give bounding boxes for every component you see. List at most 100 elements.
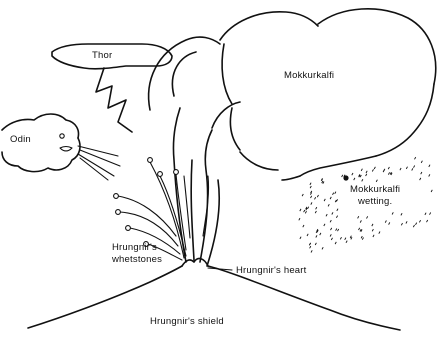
rain-mark <box>310 183 311 185</box>
rain-mark <box>372 229 373 231</box>
rain-mark <box>322 181 323 183</box>
rain-mark <box>307 234 308 236</box>
rain-mark <box>389 222 390 224</box>
rain-mark <box>336 216 337 218</box>
rain-mark <box>311 196 312 198</box>
rain-mark <box>304 210 305 212</box>
rain-mark <box>367 216 368 218</box>
rain-mark <box>299 218 300 220</box>
rain-mark <box>392 212 393 214</box>
rain-mark <box>346 241 347 243</box>
shield-label: Hrungnir's shield <box>150 316 224 327</box>
rain-mark <box>300 209 301 211</box>
rain-mark <box>415 157 416 159</box>
rain-mark <box>425 213 426 215</box>
rain-mark <box>360 220 361 222</box>
rain-mark <box>308 207 309 209</box>
rain-mark <box>416 223 417 225</box>
rain-mark <box>421 172 422 174</box>
rain-mark <box>322 247 323 249</box>
rain-mark <box>406 221 407 223</box>
rain-mark <box>320 233 321 235</box>
rain-mark <box>361 236 362 238</box>
rain-mark <box>354 178 355 180</box>
rain-mark <box>333 193 334 195</box>
rain-mark <box>342 175 343 177</box>
rain-mark <box>374 167 375 169</box>
thor-label: Thor <box>92 50 112 61</box>
rain-mark <box>388 172 389 174</box>
rain-mark <box>335 242 336 244</box>
rain-mark <box>359 228 360 230</box>
rain-mark <box>429 174 430 176</box>
rain-mark <box>372 169 373 171</box>
rain-mark <box>419 220 420 222</box>
rain-mark <box>315 243 316 245</box>
rain-mark <box>362 179 363 181</box>
rain-mark <box>400 168 401 170</box>
rain-mark <box>331 238 332 240</box>
mokkurkalfi-wetting-label-1: Mokkurkalfi <box>350 184 400 195</box>
rain-mark <box>315 197 316 199</box>
rain-mark <box>317 195 318 197</box>
rain-mark <box>366 174 367 176</box>
heart-label: Hrungnir's heart <box>236 265 307 276</box>
rain-mark <box>336 199 337 201</box>
rain-mark <box>338 229 339 231</box>
rain-mark <box>430 213 431 215</box>
rain-mark <box>427 220 428 222</box>
rain-mark <box>373 235 374 237</box>
rain-mark <box>385 221 386 223</box>
rain-mark <box>315 211 316 213</box>
rain-mark <box>340 237 341 239</box>
rain-mark <box>372 224 373 226</box>
rain-mark <box>310 186 311 188</box>
rain-mark <box>421 161 422 163</box>
rain-mark <box>332 212 333 214</box>
rain-mark <box>335 192 336 194</box>
rain-mark <box>311 250 312 252</box>
rain-mark <box>401 213 402 215</box>
rain-mark <box>414 166 415 168</box>
rain-mark <box>420 178 421 180</box>
mokkurkalfi-cloud <box>149 9 436 180</box>
rain-mark <box>429 165 430 167</box>
rain-mark <box>316 235 317 237</box>
mokkurkalfi-wetting-label-2: wetting. <box>357 196 392 207</box>
wetting-point <box>343 175 348 180</box>
rain-mark <box>309 243 310 245</box>
rain-mark <box>330 234 331 236</box>
whetstones-label-line1: Hrungnir's <box>112 242 157 253</box>
rain-mark <box>336 229 337 231</box>
rain-mark <box>305 211 306 213</box>
rain-mark <box>323 182 324 184</box>
rain-mark <box>431 190 432 192</box>
rain-mark <box>337 209 338 211</box>
rain-mark <box>302 194 303 196</box>
mokkurkalfi-label: Mokkurkalfi <box>284 70 334 81</box>
rain-mark <box>413 225 414 227</box>
rain-mark <box>350 236 351 238</box>
rain-mark <box>303 225 304 227</box>
rain-mark <box>401 223 402 225</box>
rain-mark <box>406 167 407 169</box>
rain-mark <box>358 216 359 218</box>
rain-mark <box>376 180 377 182</box>
whetstones-label-line2: whetstones <box>111 254 162 265</box>
rain-mark <box>330 197 331 199</box>
rain-mark <box>351 237 352 239</box>
rain-mark <box>412 168 413 170</box>
rain-mark <box>326 214 327 216</box>
rain-mark <box>324 224 325 226</box>
rain-mark <box>352 173 353 175</box>
rain-mark <box>310 246 311 248</box>
rain-mark <box>300 237 301 239</box>
rain-mark <box>330 220 331 222</box>
rain-mark <box>311 202 312 204</box>
rain-mark <box>379 232 380 234</box>
rain-mark <box>324 199 325 201</box>
rain-mark <box>361 169 362 171</box>
rain-mark <box>383 170 384 172</box>
rain-mark <box>322 179 323 181</box>
